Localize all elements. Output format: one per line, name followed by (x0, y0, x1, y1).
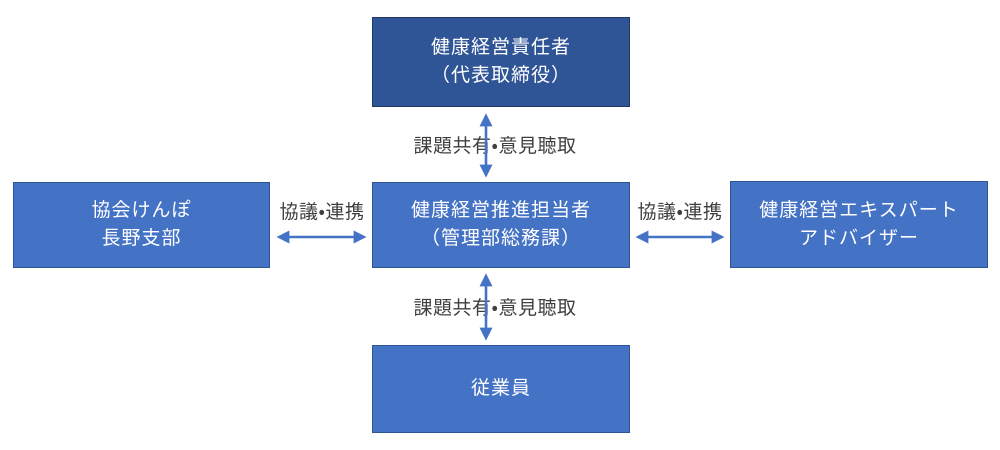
node-health-management-director: 健康経営責任者 （代表取締役） (372, 17, 630, 107)
node-promotion-officer: 健康経営推進担当者 （管理部総務課） (372, 182, 630, 268)
node-kyokai-kenpo-nagano: 協会けんぽ 長野支部 (13, 182, 270, 268)
node-expert-advisor: 健康経営エキスパート アドバイザー (730, 181, 988, 268)
node-label-line: 従業員 (470, 378, 531, 400)
edge-label-consultation-left: 協議・連携 (279, 202, 365, 223)
node-label-line: 協会けんぽ (91, 200, 192, 222)
node-label-line: 健康経営エキスパート (759, 199, 959, 221)
node-label-line: （管理部総務課） (420, 228, 581, 249)
edge-label-consultation-right: 協議・連携 (637, 202, 723, 223)
node-label-line: 長野支部 (101, 228, 182, 249)
node-label-line: （代表取締役） (430, 65, 571, 86)
node-employees: 従業員 (372, 345, 630, 433)
node-label-line: アドバイザー (798, 227, 919, 249)
edge-label-issue-sharing-top: 課題共有・意見聴取 (413, 136, 577, 157)
node-label-line: 健康経営推進担当者 (410, 200, 591, 222)
node-label-line: 健康経営責任者 (430, 37, 571, 59)
edge-label-issue-sharing-bottom: 課題共有・意見聴取 (413, 298, 577, 319)
